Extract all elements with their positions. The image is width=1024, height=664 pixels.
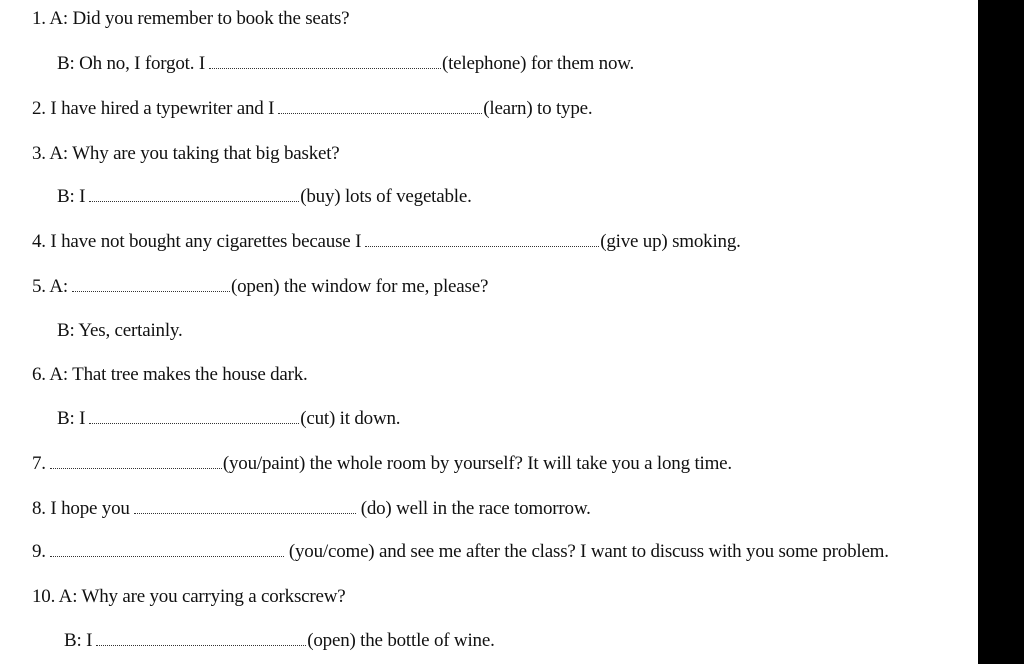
item-10-answer: B: I (open) the bottle of wine. <box>64 630 495 652</box>
item-7-question: 7. (you/paint) the whole room by yourself… <box>32 453 732 475</box>
item-5-question: 5. A: (open) the window for me, please? <box>32 276 488 298</box>
item-number: 5. <box>32 276 46 297</box>
answer-blank[interactable] <box>96 641 307 646</box>
item-text: B: Yes, certainly. <box>57 320 183 341</box>
item-text: A: Why are you carrying a corkscrew? <box>58 586 346 607</box>
item-text: (buy) lots of vegetable. <box>300 186 472 207</box>
item-number: 8. <box>32 498 46 519</box>
item-3-question: 3. A: Why are you taking that big basket… <box>32 143 340 165</box>
item-number: 4. <box>32 231 46 252</box>
item-9-question: 9. (you/come) and see me after the class?… <box>32 541 889 563</box>
answer-blank[interactable] <box>49 464 222 469</box>
item-6-question: 6. A: That tree makes the house dark. <box>32 364 308 386</box>
item-text: I have hired a typewriter and I <box>50 98 275 119</box>
item-text: I hope you <box>50 498 130 519</box>
item-text: (you/come) and see me after the class? I… <box>288 541 889 562</box>
answer-blank[interactable] <box>133 509 356 514</box>
item-text: (cut) it down. <box>300 408 401 429</box>
item-text: B: Oh no, I forgot. I <box>57 53 205 74</box>
item-5-answer: B: Yes, certainly. <box>57 320 183 342</box>
item-text: (open) the window for me, please? <box>230 276 489 297</box>
item-text: B: I <box>57 408 86 429</box>
item-text: (do) well in the race tomorrow. <box>360 498 591 519</box>
answer-blank[interactable] <box>278 109 483 114</box>
item-4-question: 4. I have not bought any cigarettes beca… <box>32 231 741 253</box>
item-number: 9. <box>32 541 46 562</box>
item-8-question: 8. I hope you (do) well in the race tomor… <box>32 498 591 520</box>
item-text: (learn) to type. <box>483 98 593 119</box>
answer-blank[interactable] <box>49 552 284 557</box>
item-number: 6. <box>32 364 46 385</box>
item-text: A: <box>49 276 68 297</box>
item-number: 3. <box>32 143 46 164</box>
answer-blank[interactable] <box>208 64 441 69</box>
answer-blank[interactable] <box>71 287 230 292</box>
item-text: B: I <box>64 630 93 651</box>
item-number: 7. <box>32 453 46 474</box>
answer-blank[interactable] <box>89 419 300 424</box>
item-text: (give up) smoking. <box>600 231 741 252</box>
item-text: A: Why are you taking that big basket? <box>49 143 340 164</box>
item-1-question: 1. A: Did you remember to book the seats… <box>32 8 350 30</box>
answer-blank[interactable] <box>89 197 300 202</box>
item-6-answer: B: I (cut) it down. <box>57 408 401 430</box>
item-text: A: Did you remember to book the seats? <box>49 8 350 29</box>
item-text: A: That tree makes the house dark. <box>49 364 308 385</box>
item-3-answer: B: I (buy) lots of vegetable. <box>57 186 472 208</box>
worksheet-page: 1. A: Did you remember to book the seats… <box>0 0 978 664</box>
item-number: 1. <box>32 8 46 29</box>
item-text: B: I <box>57 186 86 207</box>
item-number: 2. <box>32 98 46 119</box>
item-text: (you/paint) the whole room by yourself? … <box>222 453 732 474</box>
item-number: 10. <box>32 586 56 607</box>
item-2-question: 2. I have hired a typewriter and I (learn… <box>32 98 593 120</box>
answer-blank[interactable] <box>365 242 600 247</box>
item-text: I have not bought any cigarettes because… <box>50 231 362 252</box>
item-10-question: 10. A: Why are you carrying a corkscrew? <box>32 586 346 608</box>
item-text: (open) the bottle of wine. <box>307 630 495 651</box>
item-text: (telephone) for them now. <box>441 53 635 74</box>
item-1-answer: B: Oh no, I forgot. I (telephone) for the… <box>57 53 634 75</box>
